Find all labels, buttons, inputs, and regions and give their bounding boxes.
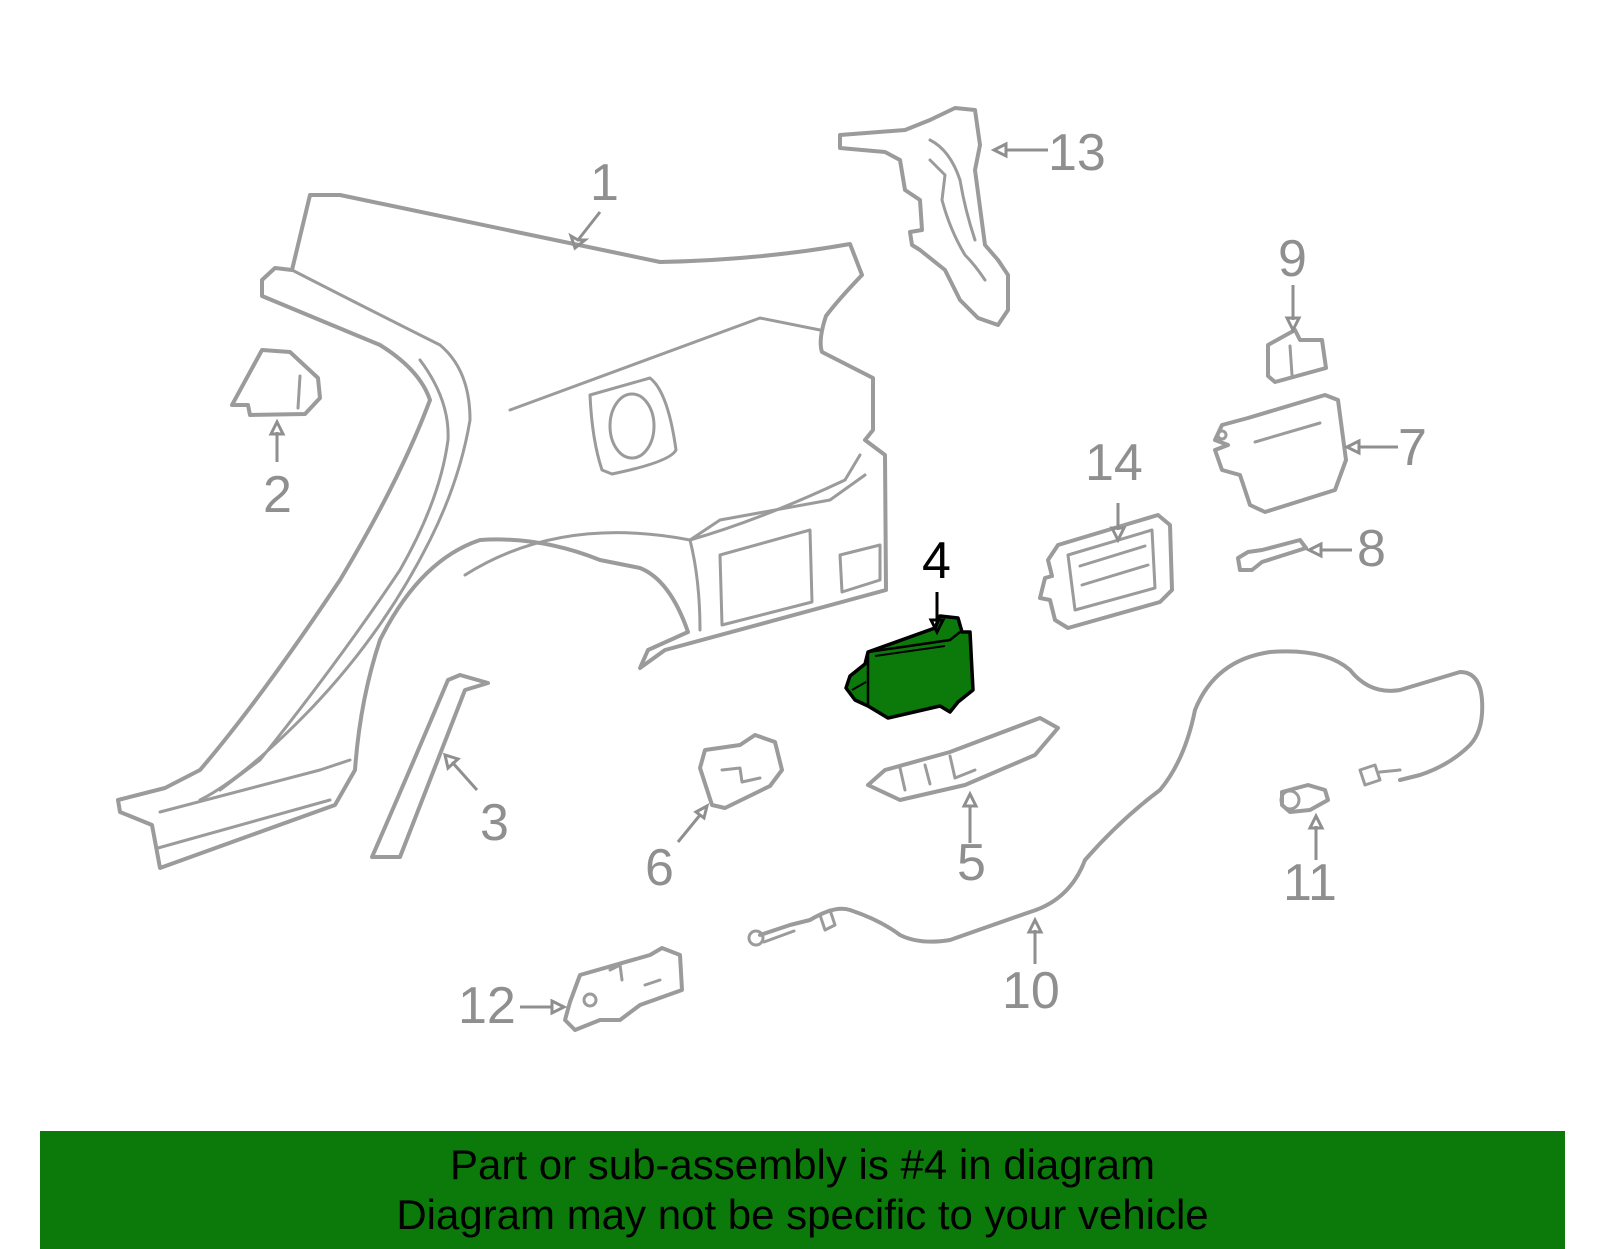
callout-1: 1 [590, 154, 619, 212]
part-8-bolt [1236, 538, 1308, 572]
callout-numbers: 1 2 3 4 5 6 7 8 9 10 11 12 13 14 [263, 124, 1427, 1035]
part-10-release-cable [747, 649, 1485, 947]
banner-line-disclaimer: Diagram may not be specific to your vehi… [396, 1191, 1209, 1238]
part-4-body [844, 614, 975, 720]
part-9-clip [1266, 328, 1328, 384]
callout-4: 4 [922, 532, 951, 590]
part-2-bracket [230, 348, 322, 417]
part-14-housing [1038, 513, 1174, 630]
callout-5: 5 [957, 834, 986, 892]
callout-9: 9 [1278, 230, 1307, 288]
callout-6: 6 [645, 839, 674, 897]
callout-13: 13 [1048, 124, 1106, 182]
callout-10: 10 [1002, 962, 1060, 1020]
callout-11: 11 [1283, 854, 1337, 912]
part-11-grommet [1279, 783, 1330, 814]
part-5-bracket [866, 716, 1060, 802]
part-6-bracket [698, 733, 784, 810]
info-banner: Part or sub-assembly is #4 in diagram Di… [40, 1131, 1565, 1249]
leader-lines [268, 141, 1398, 1016]
part-1-quarter-panel [116, 193, 888, 870]
part-3-molding [370, 673, 490, 859]
part-12-bracket [563, 946, 684, 1032]
part-7-fuel-door [1213, 393, 1348, 514]
part-4-module-highlighted [844, 614, 975, 720]
part-13-housing-bracket [838, 106, 1010, 327]
callout-8: 8 [1357, 520, 1386, 578]
callout-3: 3 [480, 794, 509, 852]
callout-12: 12 [458, 977, 516, 1035]
banner-line-part-number: Part or sub-assembly is #4 in diagram [450, 1141, 1155, 1188]
callout-14: 14 [1085, 434, 1143, 492]
callout-7: 7 [1398, 419, 1427, 477]
callout-2: 2 [263, 466, 292, 524]
